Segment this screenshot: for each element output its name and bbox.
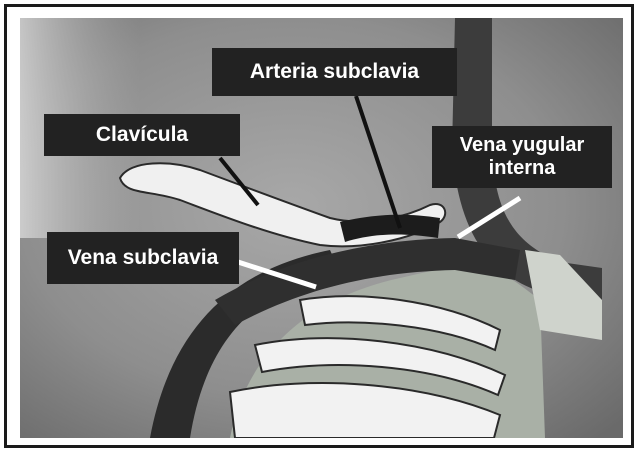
label-clavicula-text: Clavícula [96, 123, 188, 147]
label-arteria-subclavia: Arteria subclavia [212, 48, 457, 96]
label-vena-yugular-line1: Vena yugular [460, 134, 585, 157]
label-arteria-subclavia-text: Arteria subclavia [250, 60, 419, 84]
label-vena-yugular-line2: interna [489, 157, 556, 180]
label-vena-yugular-interna: Vena yugular interna [432, 126, 612, 188]
label-vena-subclavia-text: Vena subclavia [68, 246, 219, 270]
label-vena-subclavia: Vena subclavia [47, 232, 239, 284]
label-clavicula: Clavícula [44, 114, 240, 156]
